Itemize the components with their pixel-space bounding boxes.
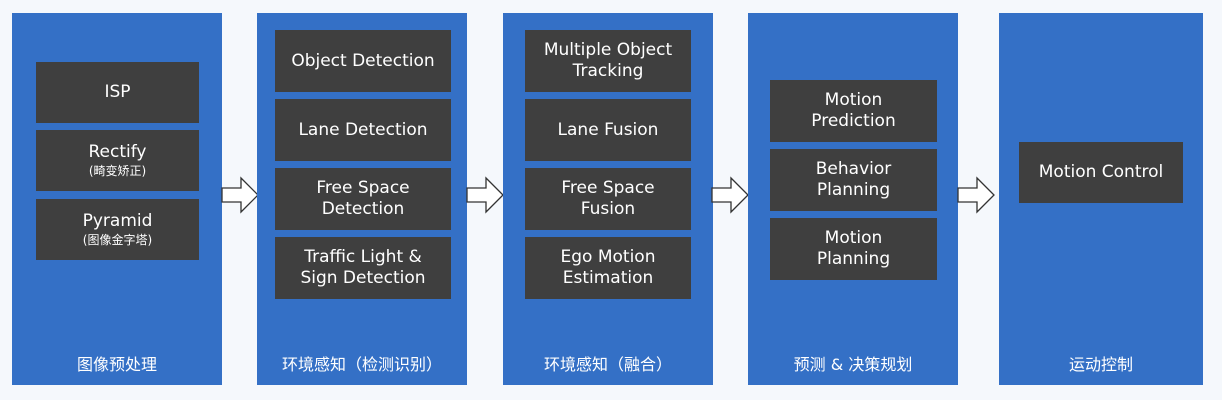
module-label: Motion Prediction	[811, 90, 896, 131]
module-label: Behavior Planning	[815, 159, 892, 200]
module-motion-prediction: Motion Prediction	[770, 80, 937, 142]
module-label: Lane Fusion	[557, 119, 659, 140]
module-label: Rectify (畸变矫正)	[89, 142, 147, 179]
module-label: Lane Detection	[298, 119, 428, 140]
module-free-space-detection: Free Space Detection	[275, 168, 451, 230]
module-label: Ego Motion Estimation	[560, 247, 656, 288]
module-title: Rectify	[88, 142, 147, 162]
module-object-detection: Object Detection	[275, 30, 451, 92]
module-label: ISP	[104, 82, 131, 102]
module-motion-control: Motion Control	[1019, 142, 1183, 203]
module-label: Traffic Light & Sign Detection	[300, 247, 426, 288]
module-rectify: Rectify (畸变矫正)	[36, 130, 199, 191]
arrow-right-icon	[957, 176, 995, 214]
arrow-right-icon	[221, 176, 259, 214]
module-title: Pyramid	[82, 211, 153, 231]
module-motion-planning: Motion Planning	[770, 218, 937, 280]
stage-title: 环境感知（融合）	[543, 355, 672, 374]
module-label: Multiple Object Tracking	[543, 40, 673, 81]
module-traffic-light-sign-detection: Traffic Light & Sign Detection	[275, 237, 451, 299]
module-free-space-fusion: Free Space Fusion	[525, 168, 691, 230]
module-isp: ISP	[36, 62, 199, 123]
module-multiple-object-tracking: Multiple Object Tracking	[525, 30, 691, 92]
stage-title: 预测 & 决策规划	[793, 355, 913, 374]
module-label: Free Space Detection	[316, 178, 410, 219]
module-label: Motion Planning	[816, 228, 891, 269]
module-label: Pyramid (图像金字塔)	[83, 211, 153, 248]
stage-title: 运动控制	[1068, 355, 1133, 374]
stage-title: 环境感知（检测识别）	[281, 355, 442, 374]
stage-image-preprocessing: ISP Rectify (畸变矫正) Pyramid (图像金字塔) 图像预处理	[12, 13, 222, 385]
module-ego-motion-estimation: Ego Motion Estimation	[525, 237, 691, 299]
stage-perception-detection: Object Detection Lane Detection Free Spa…	[257, 13, 467, 385]
module-subtitle: (图像金字塔)	[82, 233, 153, 247]
module-label: Object Detection	[291, 50, 435, 71]
module-subtitle: (畸变矫正)	[88, 164, 147, 178]
arrow-right-icon	[466, 176, 504, 214]
module-lane-fusion: Lane Fusion	[525, 99, 691, 161]
stage-motion-control: Motion Control 运动控制	[999, 13, 1203, 385]
stage-prediction-planning: Motion Prediction Behavior Planning Moti…	[748, 13, 958, 385]
module-lane-detection: Lane Detection	[275, 99, 451, 161]
module-label: Motion Control	[1038, 162, 1164, 182]
arrow-right-icon	[711, 176, 749, 214]
stage-title: 图像预处理	[76, 355, 157, 374]
module-behavior-planning: Behavior Planning	[770, 149, 937, 211]
stage-perception-fusion: Multiple Object Tracking Lane Fusion Fre…	[503, 13, 713, 385]
module-label: Free Space Fusion	[561, 178, 655, 219]
module-pyramid: Pyramid (图像金字塔)	[36, 199, 199, 260]
